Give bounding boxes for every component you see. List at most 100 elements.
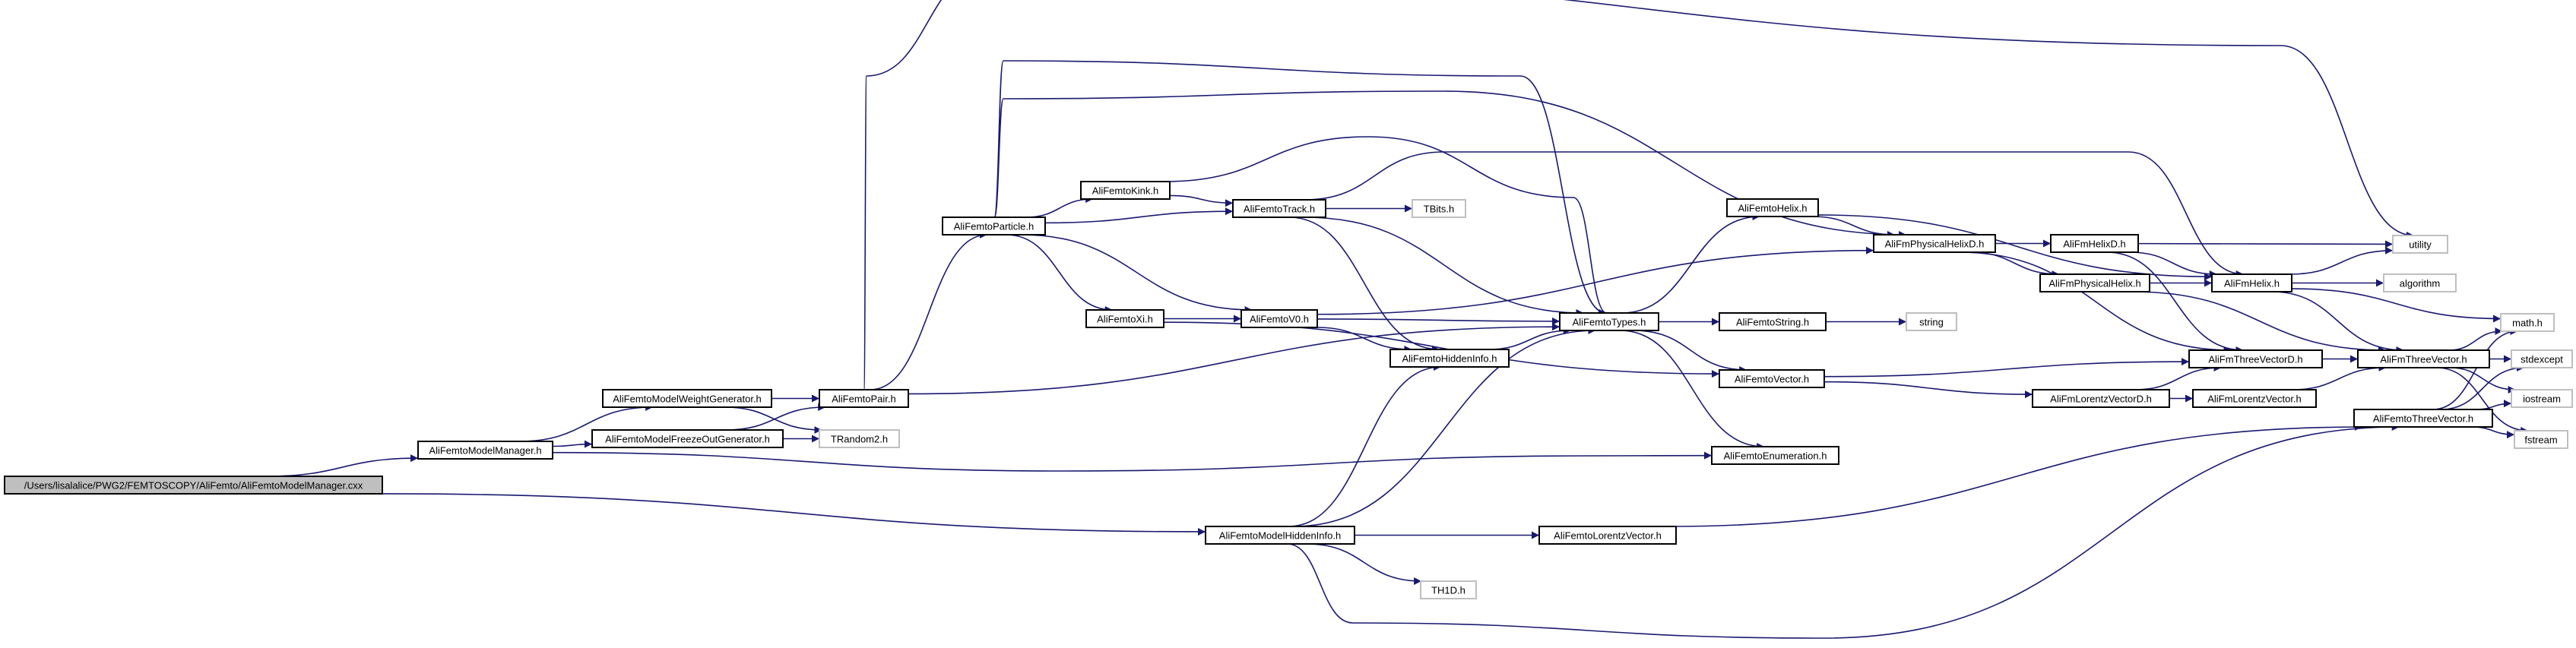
edge-particle-to-track (1044, 207, 1234, 224)
node-weightgen[interactable]: AliFemtoModelWeightGenerator.h (602, 389, 772, 408)
edge-femtothreevector-to-fstream (2471, 426, 2515, 439)
node-box-fmlorentzvector (2192, 389, 2317, 408)
node-box-th1d (1420, 580, 1477, 599)
edge-fmhelix-to-fmthreevector (2271, 291, 2404, 354)
node-femtostring[interactable]: AliFemtoString.h (1719, 312, 1827, 331)
node-box-types (1559, 312, 1659, 331)
edge-freezeout-to-pair (725, 403, 826, 431)
node-particle[interactable]: AliFemtoParticle.h (942, 217, 1046, 235)
node-modelhiddeninfo[interactable]: AliFemtoModelHiddenInfo.h (1205, 526, 1355, 545)
edge-particle-to-xi (1006, 234, 1113, 314)
node-box-iostream (2511, 389, 2573, 408)
edge-helixd-to-fmhelix (2129, 251, 2217, 278)
node-box-stdexcept (2511, 349, 2573, 368)
node-label-fmlorentzvector: AliFmLorentzVector.h (2207, 394, 2302, 405)
node-hiddeninfo[interactable]: AliFemtoHiddenInfo.h (1389, 349, 1510, 368)
node-string: string (1906, 312, 1957, 331)
node-label-track: AliFemtoTrack.h (1244, 204, 1315, 215)
node-box-freezeout (591, 429, 784, 448)
node-label-modelhiddeninfo: AliFemtoModelHiddenInfo.h (1219, 530, 1341, 542)
node-label-algorithm: algorithm (2400, 278, 2440, 289)
node-label-fmhelix: AliFmHelix.h (2224, 278, 2280, 289)
node-pair[interactable]: AliFemtoPair.h (819, 389, 909, 408)
node-threevectord[interactable]: AliFmThreeVectorD.h (2188, 349, 2323, 368)
edge-v0-to-physhelixd (1317, 246, 1874, 315)
edge-lorentzvectord-to-threevectord (2134, 364, 2222, 390)
node-label-kink: AliFemtoKink.h (1092, 185, 1158, 197)
edge-kink-to-track (1169, 194, 1234, 207)
node-root[interactable]: /Users/lisalalice/PWG2/FEMTOSCOPY/AliFem… (4, 476, 383, 495)
node-fmthreevector[interactable]: AliFmThreeVector.h (2357, 349, 2490, 368)
node-box-femtolorentzvector (1538, 526, 1677, 545)
node-iostream: iostream (2511, 389, 2573, 408)
edge-particle-to-types (993, 60, 1606, 317)
node-physhelixd[interactable]: AliFmPhysicalHelixD.h (1873, 234, 1996, 253)
node-modelmanager[interactable]: AliFemtoModelManager.h (417, 441, 553, 460)
node-box-trandom2 (819, 429, 900, 448)
node-label-threevectord: AliFmThreeVectorD.h (2208, 354, 2302, 365)
node-fmlorentzvector[interactable]: AliFmLorentzVector.h (2192, 389, 2317, 408)
node-box-fstream (2514, 430, 2568, 449)
node-label-modelmanager: AliFemtoModelManager.h (429, 445, 541, 457)
edge-v0-to-hiddeninfo (1317, 327, 1412, 353)
node-physhelix[interactable]: AliFmPhysicalHelix.h (2039, 273, 2150, 292)
node-label-iostream: iostream (2523, 394, 2561, 405)
edge-physhelixd-to-threevectord (1958, 251, 2232, 354)
node-helixd[interactable]: AliFmHelixD.h (2050, 234, 2139, 253)
node-kink[interactable]: AliFemtoKink.h (1080, 181, 1171, 200)
node-label-types: AliFemtoTypes.h (1573, 317, 1646, 328)
node-freezeout[interactable]: AliFemtoModelFreezeOutGenerator.h (591, 429, 784, 448)
edge-root-to-modelhiddeninfo (382, 493, 1206, 536)
node-label-physhelixd: AliFmPhysicalHelixD.h (1885, 239, 1985, 250)
node-femtothreevector[interactable]: AliFemtoThreeVector.h (2353, 409, 2493, 428)
node-box-track (1232, 199, 1326, 218)
edge-modelhiddeninfo-to-hiddeninfo (1288, 363, 1441, 527)
node-box-weightgen (602, 389, 772, 408)
edge-helix-to-fmhelix (1817, 214, 2213, 281)
node-femtovector[interactable]: AliFemtoVector.h (1719, 369, 1825, 388)
node-fmhelix[interactable]: AliFmHelix.h (2211, 273, 2292, 292)
edge-kink-to-types (1164, 136, 1607, 317)
node-lorentzvectord[interactable]: AliFmLorentzVectorD.h (2032, 389, 2170, 408)
node-xi[interactable]: AliFemtoXi.h (1085, 309, 1164, 328)
node-label-mathh: math.h (2512, 318, 2543, 329)
node-box-fmthreevector (2357, 349, 2490, 368)
node-label-v0: AliFemtoV0.h (1250, 314, 1309, 325)
edge-fmhelix-to-utility (2289, 246, 2394, 275)
node-label-femtostring: AliFemtoString.h (1736, 317, 1809, 328)
node-helix[interactable]: AliFemtoHelix.h (1726, 198, 1819, 217)
node-box-particle (942, 217, 1046, 235)
edge-modelhiddeninfo-to-femtothreevector (1287, 423, 2400, 639)
edge-modelmanager-to-enumeration (552, 451, 1713, 472)
edge-fmlorentzvector-to-fmthreevector (2292, 364, 2387, 390)
node-stdexcept: stdexcept (2511, 349, 2573, 368)
edge-pair-to-utility (863, 0, 2414, 390)
node-trandom2: TRandom2.h (819, 429, 900, 448)
node-label-utility: utility (2409, 239, 2432, 251)
edge-track-to-fmhelix (1304, 151, 2244, 278)
node-tbits: TBits.h (1412, 199, 1466, 218)
node-fstream: fstream (2514, 430, 2568, 449)
node-track[interactable]: AliFemtoTrack.h (1232, 199, 1326, 218)
node-box-string (1906, 312, 1957, 331)
edge-modelhiddeninfo-to-types (1293, 327, 1596, 527)
node-label-helix: AliFemtoHelix.h (1738, 203, 1807, 214)
edge-types-to-enumeration (1620, 330, 1765, 450)
node-box-femtothreevector (2353, 409, 2493, 428)
node-label-fmthreevector: AliFmThreeVector.h (2380, 354, 2467, 365)
node-label-physhelix: AliFmPhysicalHelix.h (2048, 278, 2140, 289)
edge-types-to-helix (1621, 213, 1760, 314)
node-v0[interactable]: AliFemtoV0.h (1240, 309, 1318, 328)
node-label-th1d: TH1D.h (1431, 585, 1465, 596)
node-label-lorentzvectord: AliFmLorentzVectorD.h (2050, 394, 2152, 405)
node-algorithm: algorithm (2383, 273, 2457, 292)
node-label-freezeout: AliFemtoModelFreezeOutGenerator.h (605, 434, 770, 445)
node-label-weightgen: AliFemtoModelWeightGenerator.h (613, 394, 762, 405)
node-types[interactable]: AliFemtoTypes.h (1559, 312, 1659, 331)
node-box-modelhiddeninfo (1205, 526, 1355, 545)
node-box-v0 (1240, 309, 1318, 328)
node-femtolorentzvector[interactable]: AliFemtoLorentzVector.h (1538, 526, 1677, 545)
node-enumeration[interactable]: AliFemtoEnumeration.h (1711, 446, 1839, 465)
node-box-kink (1080, 181, 1171, 200)
edge-track-to-types (1304, 217, 1584, 317)
